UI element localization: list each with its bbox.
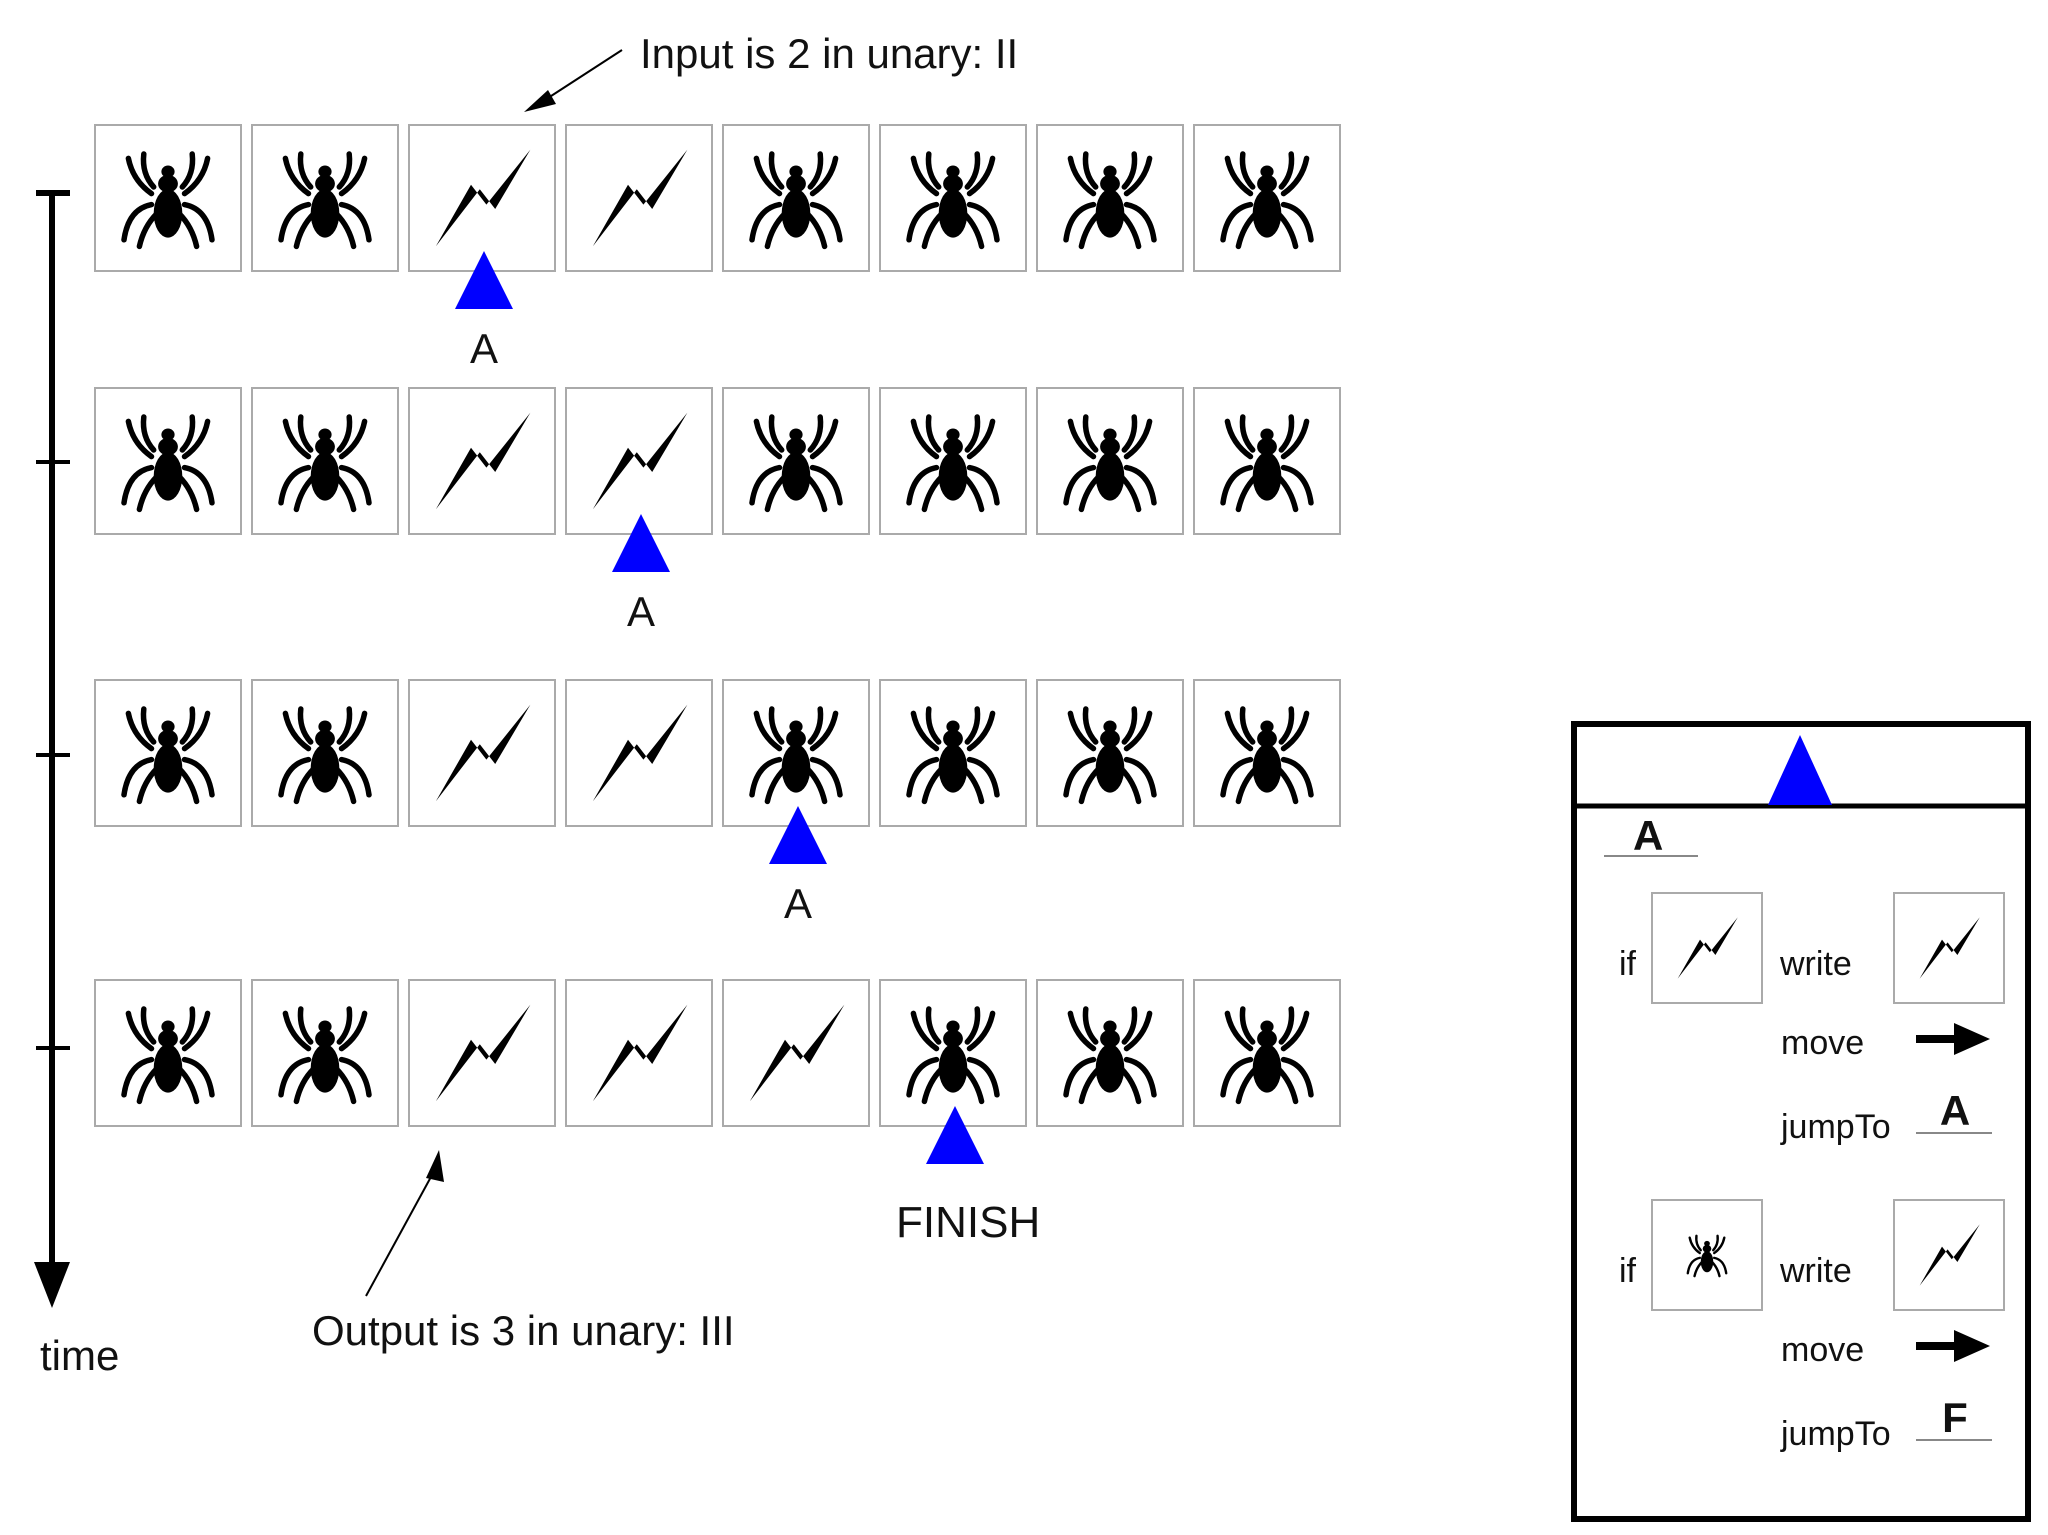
tape-cell <box>408 387 556 535</box>
tape-cell <box>565 679 713 827</box>
jump-label: jumpTo <box>1780 1108 1891 1146</box>
tape-cell <box>251 124 399 272</box>
tape-head-icon <box>769 806 827 864</box>
tape-cell <box>879 387 1027 535</box>
tape-history: A A A <box>94 124 1341 1164</box>
pointer-arrow-icon <box>524 90 556 112</box>
jump-state-label: A <box>1940 1087 1970 1134</box>
tape-cell <box>94 979 242 1127</box>
tape-cell <box>565 124 713 272</box>
arrow-right-icon <box>1916 1330 1990 1362</box>
output-annotation: Output is 3 in unary: III <box>312 1150 735 1354</box>
pointer-arrow-icon <box>426 1150 444 1182</box>
tape-cell <box>1193 979 1341 1127</box>
tape-head-icon <box>612 514 670 572</box>
tape-cell <box>879 679 1027 827</box>
card-state-label: A <box>1633 812 1663 859</box>
tape-cell <box>1036 387 1184 535</box>
tape-row: A <box>94 124 1341 372</box>
input-annotation: Input is 2 in unary: II <box>524 30 1018 112</box>
tape-row: A <box>94 679 1341 927</box>
rule: if write move jumpTo A <box>1619 892 2005 1146</box>
tape-cell <box>1193 124 1341 272</box>
tape-cell <box>408 979 556 1127</box>
time-label: time <box>40 1332 119 1379</box>
tape-cell <box>565 387 713 535</box>
tape-cell <box>565 979 713 1127</box>
finish-label: FINISH <box>896 1198 1040 1247</box>
tape-cell <box>251 679 399 827</box>
tape-cell <box>408 679 556 827</box>
tape-cell <box>879 124 1027 272</box>
tape-cell <box>94 124 242 272</box>
tape-cell <box>408 124 556 272</box>
write-label: write <box>1779 1252 1852 1290</box>
tape-cell <box>1036 679 1184 827</box>
tape-head-icon <box>926 1106 984 1164</box>
time-axis <box>34 190 70 1308</box>
input-label: Input is 2 in unary: II <box>640 30 1018 77</box>
write-label: write <box>1779 945 1852 983</box>
tape-row: A <box>94 387 1341 635</box>
tape-cell <box>722 679 870 827</box>
move-label: move <box>1781 1331 1864 1369</box>
output-label: Output is 3 in unary: III <box>312 1307 735 1354</box>
tape-head-icon <box>455 251 513 309</box>
tape-cell <box>251 387 399 535</box>
tape-cell <box>251 979 399 1127</box>
tape-cell <box>94 387 242 535</box>
tape-cell <box>722 979 870 1127</box>
move-label: move <box>1781 1024 1864 1062</box>
rule: if write move jumpTo F <box>1619 1199 2005 1453</box>
tape-head-icon <box>1768 735 1832 805</box>
state-label: A <box>627 588 655 635</box>
tape-cell <box>1193 679 1341 827</box>
state-label: A <box>470 325 498 372</box>
if-label: if <box>1619 1252 1637 1290</box>
if-label: if <box>1619 945 1637 983</box>
jump-state-label: F <box>1942 1394 1968 1441</box>
arrow-right-icon <box>1916 1023 1990 1055</box>
tape-cell <box>722 387 870 535</box>
tape-cell <box>94 679 242 827</box>
state-label: A <box>784 880 812 927</box>
jump-label: jumpTo <box>1780 1415 1891 1453</box>
tape-cell <box>879 979 1027 1127</box>
time-arrow-icon <box>34 1262 70 1308</box>
tape-cell <box>1036 124 1184 272</box>
tape-cell <box>722 124 870 272</box>
tape-cell <box>1036 979 1184 1127</box>
tape-cell <box>1193 387 1341 535</box>
tape-row <box>94 979 1341 1164</box>
